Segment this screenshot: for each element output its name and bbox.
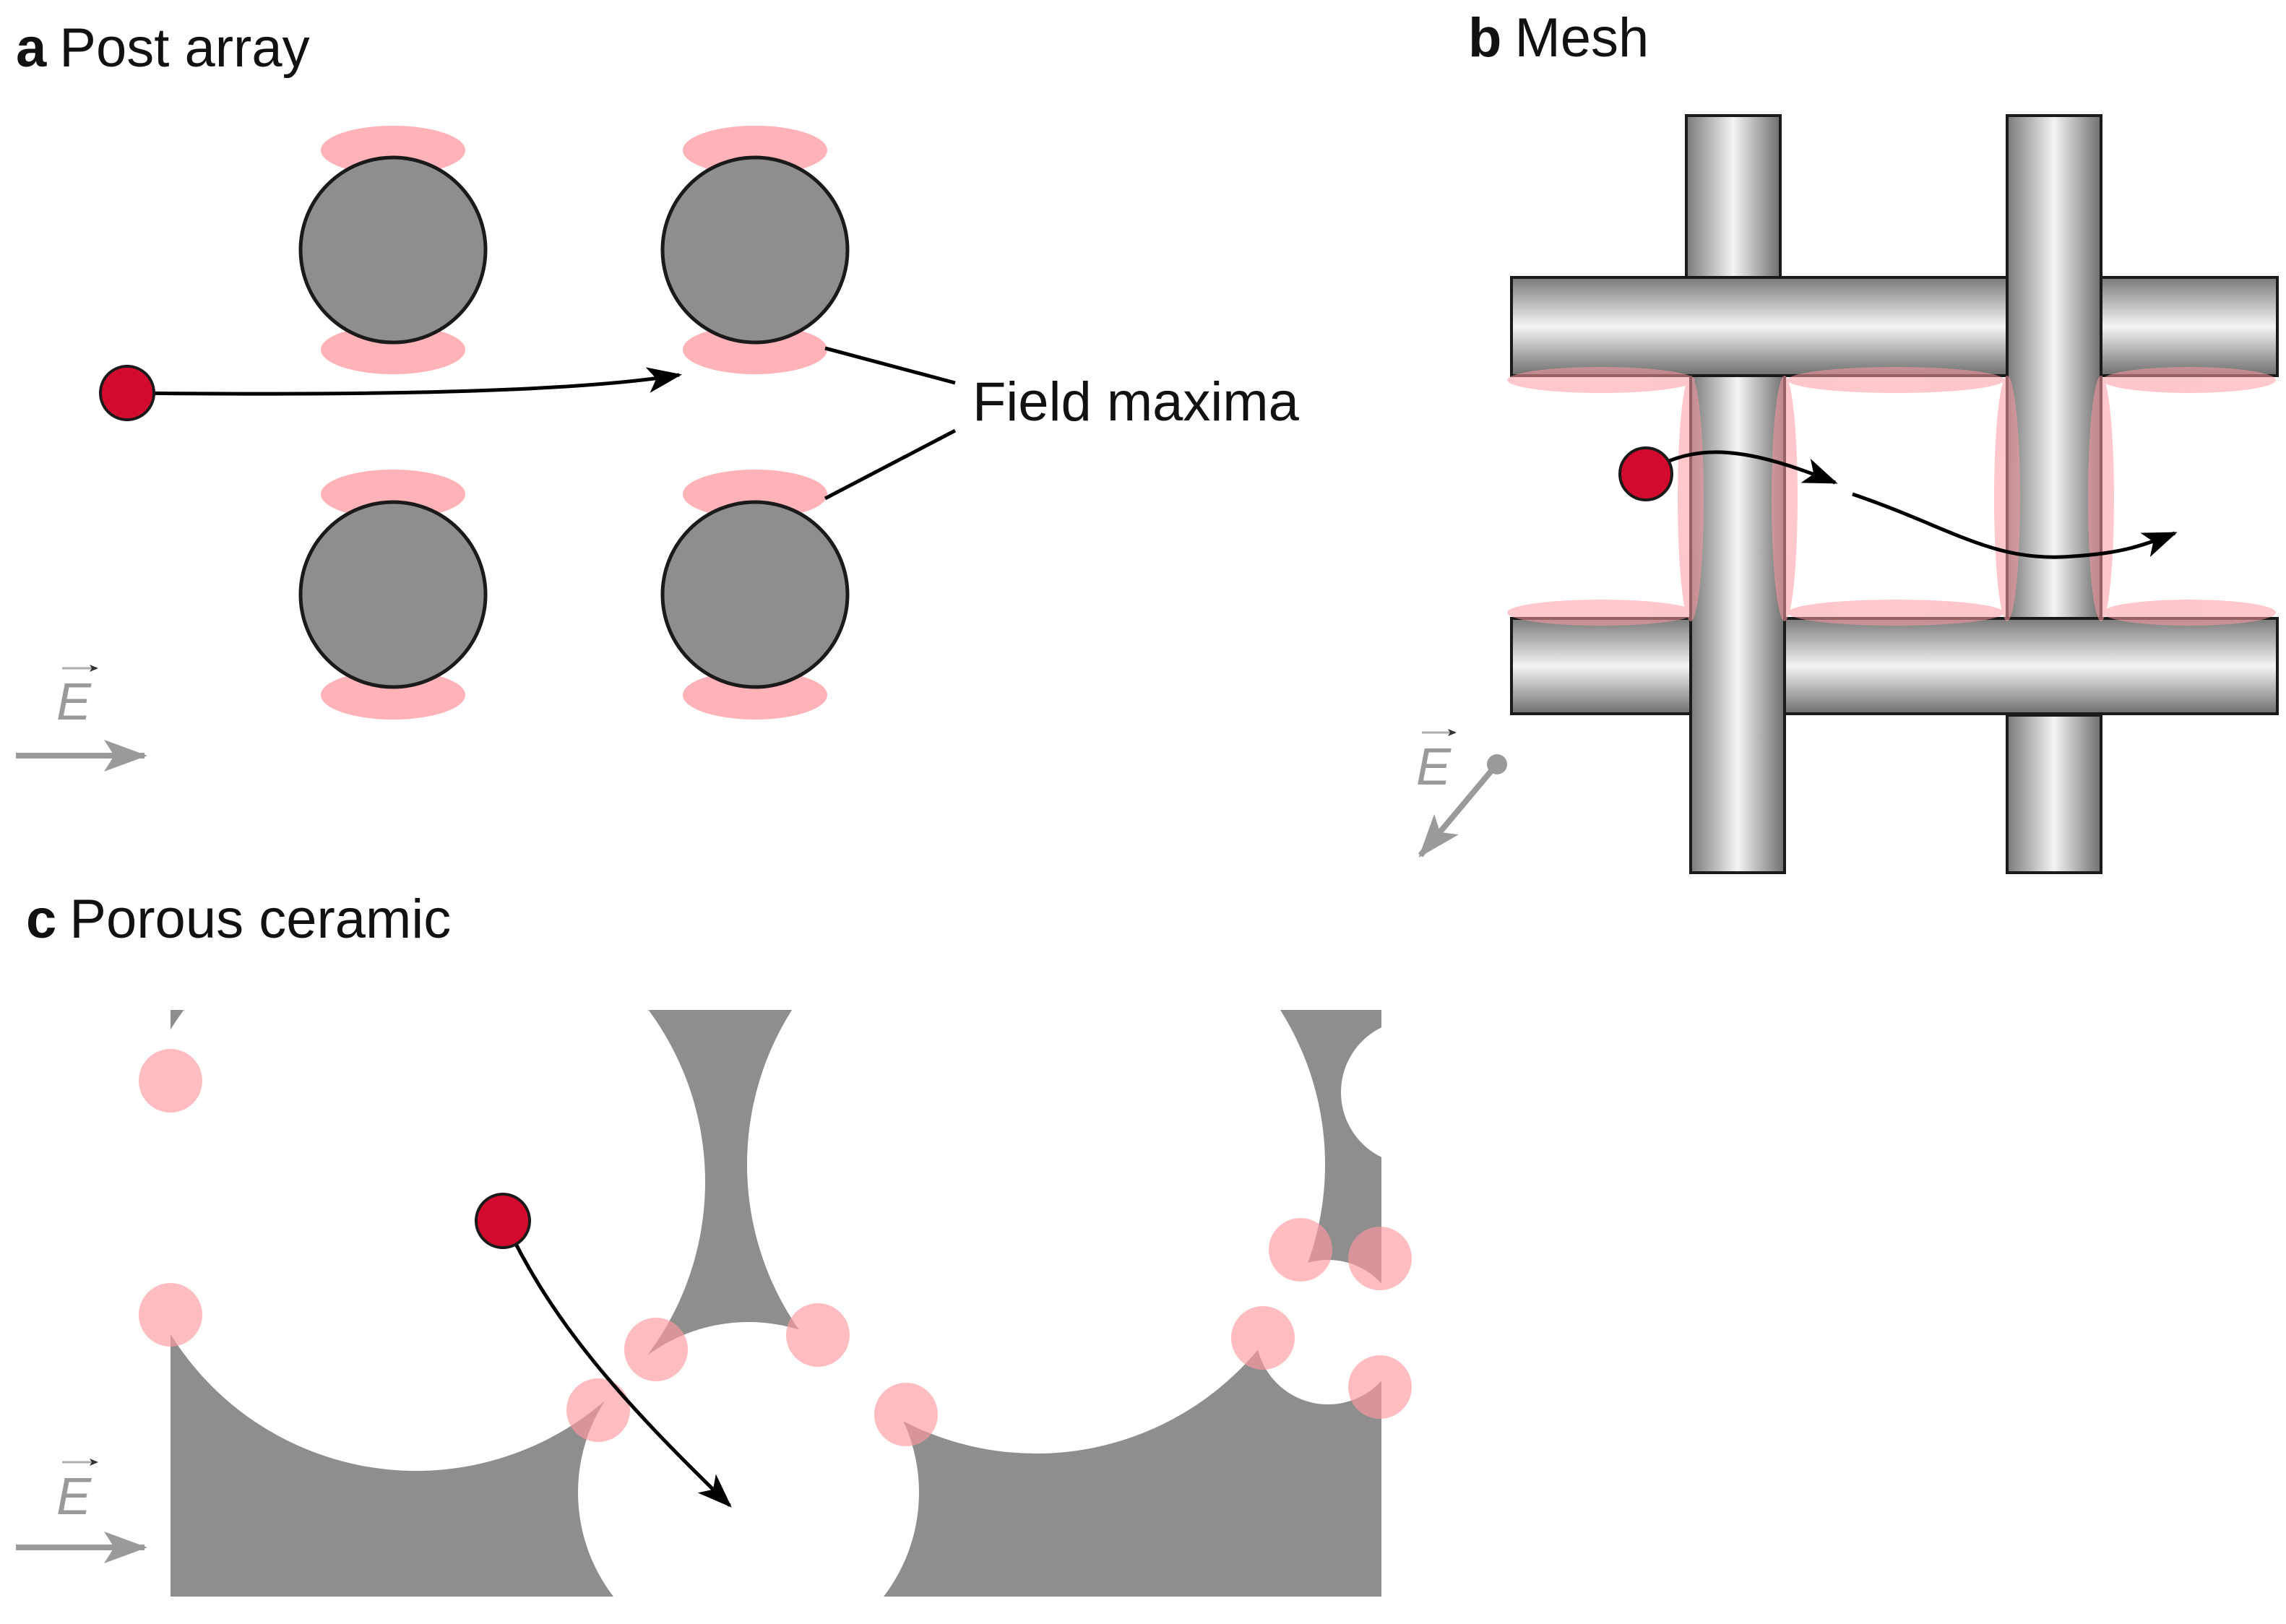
ceramic-pores: [171, 1010, 1381, 1597]
mesh-rod-vertical-right: [2006, 114, 2102, 623]
e-field-indicator-b: E: [1416, 729, 1507, 858]
field-maxima-mesh: [1507, 367, 2276, 626]
e-field-arrow: [1418, 764, 1498, 858]
mesh-rod-horizontal-bottom-left: [1510, 617, 1692, 715]
particle-c: [475, 1193, 531, 1249]
post: [660, 155, 850, 345]
e-field-symbol: E: [56, 1468, 92, 1526]
e-field-indicator-a: E: [16, 665, 147, 772]
particle-trajectory-a: [126, 367, 682, 396]
particle-trajectory-b-2: [1852, 492, 2178, 559]
field-maxima-ceramic: [139, 1049, 1412, 1446]
mesh-rod-horizontal-top: [1510, 276, 2279, 377]
posts: [298, 155, 850, 689]
callout-line-upper: [824, 346, 956, 385]
mesh-rod-vertical-left: [1689, 374, 1786, 874]
e-field-symbol: E: [56, 673, 92, 731]
post: [660, 500, 850, 689]
field-maxima-lobes-a: [321, 126, 827, 720]
e-field-symbol: E: [1416, 738, 1452, 796]
particle-trajectory-c: [502, 1219, 732, 1508]
particle-a: [99, 365, 155, 421]
e-field-indicator-c: E: [16, 1459, 147, 1563]
field-maxima-label: Field maxima: [972, 371, 1300, 433]
post: [298, 500, 488, 689]
mesh-rod-horizontal-bottom: [1783, 617, 2279, 715]
callout-line-lower: [824, 428, 957, 501]
post: [298, 155, 488, 345]
particle-b: [1618, 446, 1673, 501]
